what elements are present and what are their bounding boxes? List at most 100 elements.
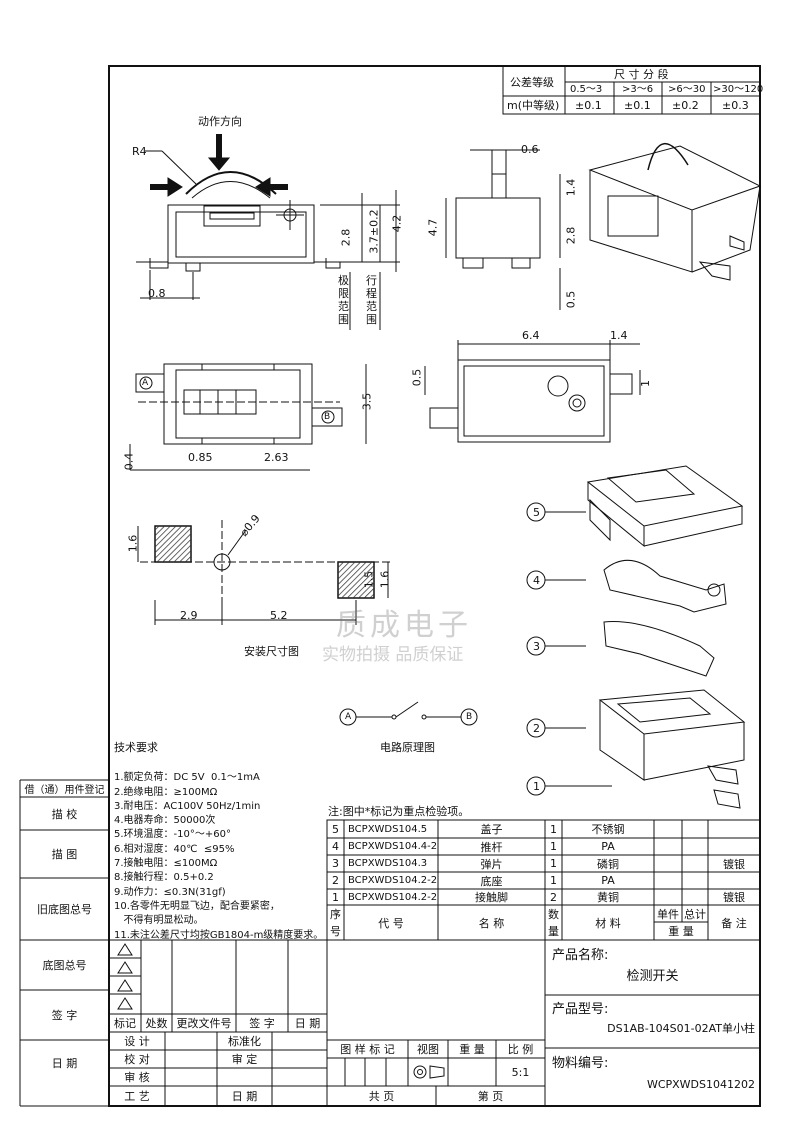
bom-header-weight: 重 量 [668, 925, 694, 938]
dim-0-8: 0.8 [148, 287, 166, 300]
tolerance-size-header: 尺 寸 分 段 [614, 68, 669, 81]
rev-header-file: 更改文件号 [176, 1017, 232, 1030]
action-direction-label: 动作方向 [198, 115, 242, 128]
tolerance-range-4: >30～120 [713, 84, 764, 95]
bom-cell-code: BCPXWDS104.2-2 [348, 875, 438, 886]
circuit-pin-a: A [345, 712, 352, 722]
view-label: 视图 [417, 1043, 439, 1056]
pin-b-top: B [324, 412, 331, 422]
bom-header-unit: 单件 [657, 907, 679, 921]
bom-cell-name: 盖子 [480, 823, 503, 836]
bom-header-no2: 号 [330, 924, 341, 938]
bom-cell-name: 弹片 [480, 857, 503, 871]
bom-cell-name: 接触脚 [475, 891, 508, 904]
balloon-5: 5 [533, 506, 540, 519]
circuit-pin-b: B [466, 712, 473, 722]
total-pages: 共 页 [368, 1090, 395, 1103]
bom-cell-mat: 不锈钢 [591, 823, 625, 836]
bom-cell-qty: 1 [550, 874, 557, 887]
dim-1: 1 [639, 380, 652, 387]
dim-0-6: 0.6 [521, 143, 539, 156]
tolerance-grade-label: 公差等级 [510, 76, 554, 89]
check-label: 校 对 [124, 1053, 150, 1066]
dim-6-4: 6.4 [522, 329, 540, 342]
left-strip-trace-check: 描 校 [51, 807, 78, 821]
bom-cell-remark [708, 820, 760, 838]
bom-cell-remark: 镀银 [723, 857, 745, 871]
rev-header-sign: 签 字 [249, 1017, 275, 1030]
bom-cell-no: 1 [332, 890, 339, 904]
left-strip-base: 底图总号 [42, 959, 87, 972]
limit-range-label: 极限范围 [338, 274, 349, 326]
dim-0-4: 0.4 [122, 452, 136, 471]
tolerance-range-2: >3～6 [622, 84, 654, 95]
dim-2-8-front: 2.8 [339, 228, 353, 247]
bom-cell-mat: 黄铜 [597, 891, 619, 904]
material-number-label: 物料编号: [552, 1055, 609, 1071]
dim-0-85: 0.85 [188, 451, 213, 464]
product-name: 检测开关 [626, 968, 679, 984]
inspection-note: 注:图中*标记为重点检验项。 [328, 805, 470, 818]
bom-cell-no: 2 [332, 874, 339, 887]
bom-cell-qty: 1 [550, 857, 557, 870]
bom-header-total: 总计 [684, 907, 706, 921]
date-label: 日 期 [231, 1090, 258, 1103]
dim-2-8-side: 2.8 [564, 226, 578, 245]
audit-label: 审 核 [124, 1071, 150, 1084]
watermark-brand: 质成电子 [336, 608, 472, 643]
standard-label: 标准化 [228, 1035, 261, 1048]
tolerance-range-1: 0.5～3 [570, 84, 603, 95]
product-model: DS1AB-104S01-02AT单小柱 [607, 1022, 755, 1035]
bom-cell-mat: PA [601, 840, 615, 853]
bom-cell-mat: 磷铜 [597, 857, 619, 871]
bom-header-qty2: 量 [548, 924, 559, 938]
bom-cell-mat: PA [601, 874, 615, 887]
material-number: WCPXWDS1041202 [646, 1077, 755, 1091]
dim-4-2: 4.2 [390, 214, 404, 233]
bom-cell-remark [708, 872, 760, 889]
bom-cell-remark [708, 838, 760, 855]
left-strip-trace: 描 图 [51, 848, 78, 861]
rev-header-mark: 标记 [114, 1017, 136, 1030]
bom-cell-code: BCPXWDS104.2-2 [348, 891, 438, 903]
bom-header-no1: 序 [330, 907, 341, 921]
balloon-1: 1 [533, 780, 540, 793]
page-number: 第 页 [477, 1090, 504, 1103]
radius-r4-label: R4 [132, 145, 147, 158]
bom-header-material: 材 料 [595, 916, 621, 930]
bom-cell-name: 底座 [480, 874, 503, 888]
balloon-4: 4 [533, 574, 540, 587]
bom-cell-no: 4 [332, 840, 339, 853]
dim-0-5-side: 0.5 [564, 290, 578, 309]
left-strip-sign: 签 字 [51, 1009, 78, 1022]
left-strip-old-base: 旧底图总号 [37, 903, 92, 916]
dim-0-5-bottom: 0.5 [410, 368, 424, 387]
dim-1-4-side: 1.4 [564, 178, 578, 197]
product-name-label: 产品名称: [552, 947, 609, 963]
bom-cell-no: 3 [332, 857, 339, 870]
balloon-3: 3 [533, 640, 540, 653]
bom-cell-code: BCPXWDS104.3 [348, 858, 428, 869]
tolerance-range-3: >6～30 [668, 84, 706, 95]
balloon-2: 2 [533, 722, 540, 735]
left-strip-borrow: 借（通）用件登记 [24, 785, 105, 796]
bom-header-qty1: 数 [548, 907, 559, 921]
bom-cell-qty: 2 [550, 890, 557, 904]
scale-value: 5:1 [511, 1065, 530, 1079]
tech-title: 技术要求 [114, 741, 158, 754]
bom-cell-remark: 镀银 [723, 891, 745, 904]
travel-range-label: 行程范围 [366, 274, 377, 326]
mount-dimension-title: 安装尺寸图 [244, 645, 299, 658]
bom-cell-no: 5 [332, 822, 339, 836]
bom-header-remark: 备 注 [721, 916, 747, 930]
pin-a-top: A [142, 378, 149, 388]
dim-2-63: 2.63 [264, 451, 289, 464]
dim-3-7: 3.7±0.2 [367, 209, 381, 254]
review-label: 审 定 [231, 1053, 258, 1066]
rev-header-count: 处数 [145, 1017, 168, 1030]
rev-header-date: 日 期 [294, 1017, 321, 1030]
dim-4-7: 4.7 [426, 218, 440, 237]
dim-1-6-right: 1.6 [378, 570, 392, 589]
